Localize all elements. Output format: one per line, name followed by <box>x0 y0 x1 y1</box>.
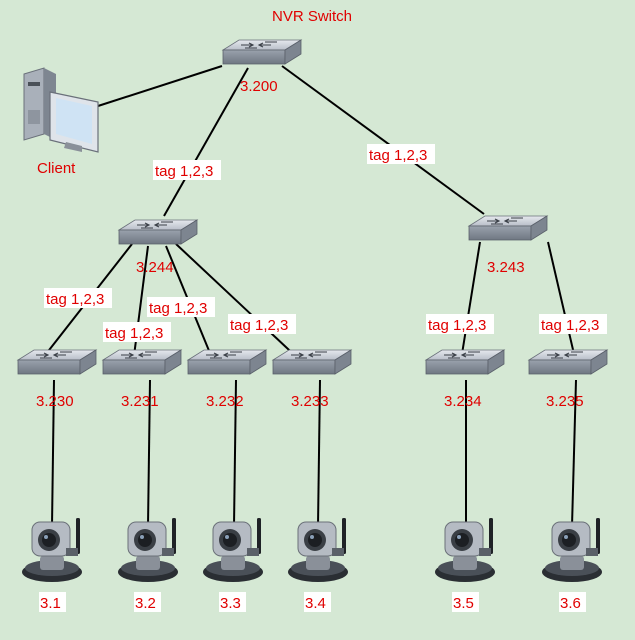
switch-235 <box>528 349 608 375</box>
switch-231 <box>102 349 182 375</box>
camera-label-3: 3.3 <box>219 592 246 612</box>
link-root-right <box>281 65 485 215</box>
camera-icon <box>287 517 349 583</box>
tag-left-232: tag 1,2,3 <box>147 297 215 317</box>
link-left-233 <box>175 243 305 365</box>
tag-right-235: tag 1,2,3 <box>539 314 607 334</box>
diagram-title: NVR Switch <box>272 8 352 25</box>
svg-text:3.5: 3.5 <box>453 595 474 612</box>
switch-label-234: 3.234 <box>444 393 482 410</box>
link-231-cam2 <box>147 379 151 527</box>
svg-text:3.6: 3.6 <box>560 595 581 612</box>
links <box>45 65 577 527</box>
link-root-client <box>97 65 223 107</box>
switch-234 <box>425 349 505 375</box>
client-label: Client <box>37 160 76 177</box>
camera-icon <box>434 517 496 583</box>
camera-label-5: 3.5 <box>452 592 479 612</box>
switch-232 <box>187 349 267 375</box>
switch-label-232: 3.232 <box>206 393 244 410</box>
camera-icon <box>541 517 603 583</box>
camera-icon <box>202 517 264 583</box>
svg-text:tag 1,2,3: tag 1,2,3 <box>155 163 213 180</box>
switch-label-233: 3.233 <box>291 393 329 410</box>
camera-icon <box>21 517 83 583</box>
tag-right-234: tag 1,2,3 <box>426 314 494 334</box>
link-233-cam4 <box>317 379 321 527</box>
tag-root-left: tag 1,2,3 <box>153 160 221 180</box>
link-right-235 <box>547 241 575 355</box>
svg-text:3.3: 3.3 <box>220 595 241 612</box>
svg-text:tag 1,2,3: tag 1,2,3 <box>46 291 104 308</box>
svg-text:3.4: 3.4 <box>305 595 326 612</box>
link-right-234 <box>461 241 481 355</box>
svg-text:tag 1,2,3: tag 1,2,3 <box>230 317 288 334</box>
tag-left-233: tag 1,2,3 <box>228 314 296 334</box>
svg-text:3.2: 3.2 <box>135 595 156 612</box>
switch-233 <box>272 349 352 375</box>
svg-text:tag 1,2,3: tag 1,2,3 <box>541 317 599 334</box>
camera-label-1: 3.1 <box>39 592 66 612</box>
camera-label-6: 3.6 <box>559 592 586 612</box>
svg-text:tag 1,2,3: tag 1,2,3 <box>105 325 163 342</box>
svg-text:3.1: 3.1 <box>40 595 61 612</box>
switch-label-left: 3.244 <box>136 259 174 276</box>
link-235-cam6 <box>571 379 577 527</box>
switch-right <box>468 215 548 241</box>
tag-left-230: tag 1,2,3 <box>44 288 112 308</box>
tag-left-231: tag 1,2,3 <box>103 322 171 342</box>
switch-label-root: 3.200 <box>240 78 278 95</box>
switch-label-right: 3.243 <box>487 259 525 276</box>
switch-left <box>118 219 198 245</box>
switch-label-230: 3.230 <box>36 393 74 410</box>
client-computer-icon <box>23 67 99 153</box>
switch-root <box>222 39 302 65</box>
svg-text:tag 1,2,3: tag 1,2,3 <box>369 147 427 164</box>
switch-label-231: 3.231 <box>121 393 159 410</box>
svg-text:tag 1,2,3: tag 1,2,3 <box>428 317 486 334</box>
camera-label-2: 3.2 <box>134 592 161 612</box>
link-root-left <box>163 67 249 217</box>
camera-icon <box>117 517 179 583</box>
switch-label-235: 3.235 <box>546 393 584 410</box>
link-232-cam3 <box>233 379 237 527</box>
link-230-cam1 <box>51 379 55 527</box>
svg-text:tag 1,2,3: tag 1,2,3 <box>149 300 207 317</box>
tag-root-right: tag 1,2,3 <box>367 144 435 164</box>
camera-label-4: 3.4 <box>304 592 331 612</box>
switch-230 <box>17 349 97 375</box>
